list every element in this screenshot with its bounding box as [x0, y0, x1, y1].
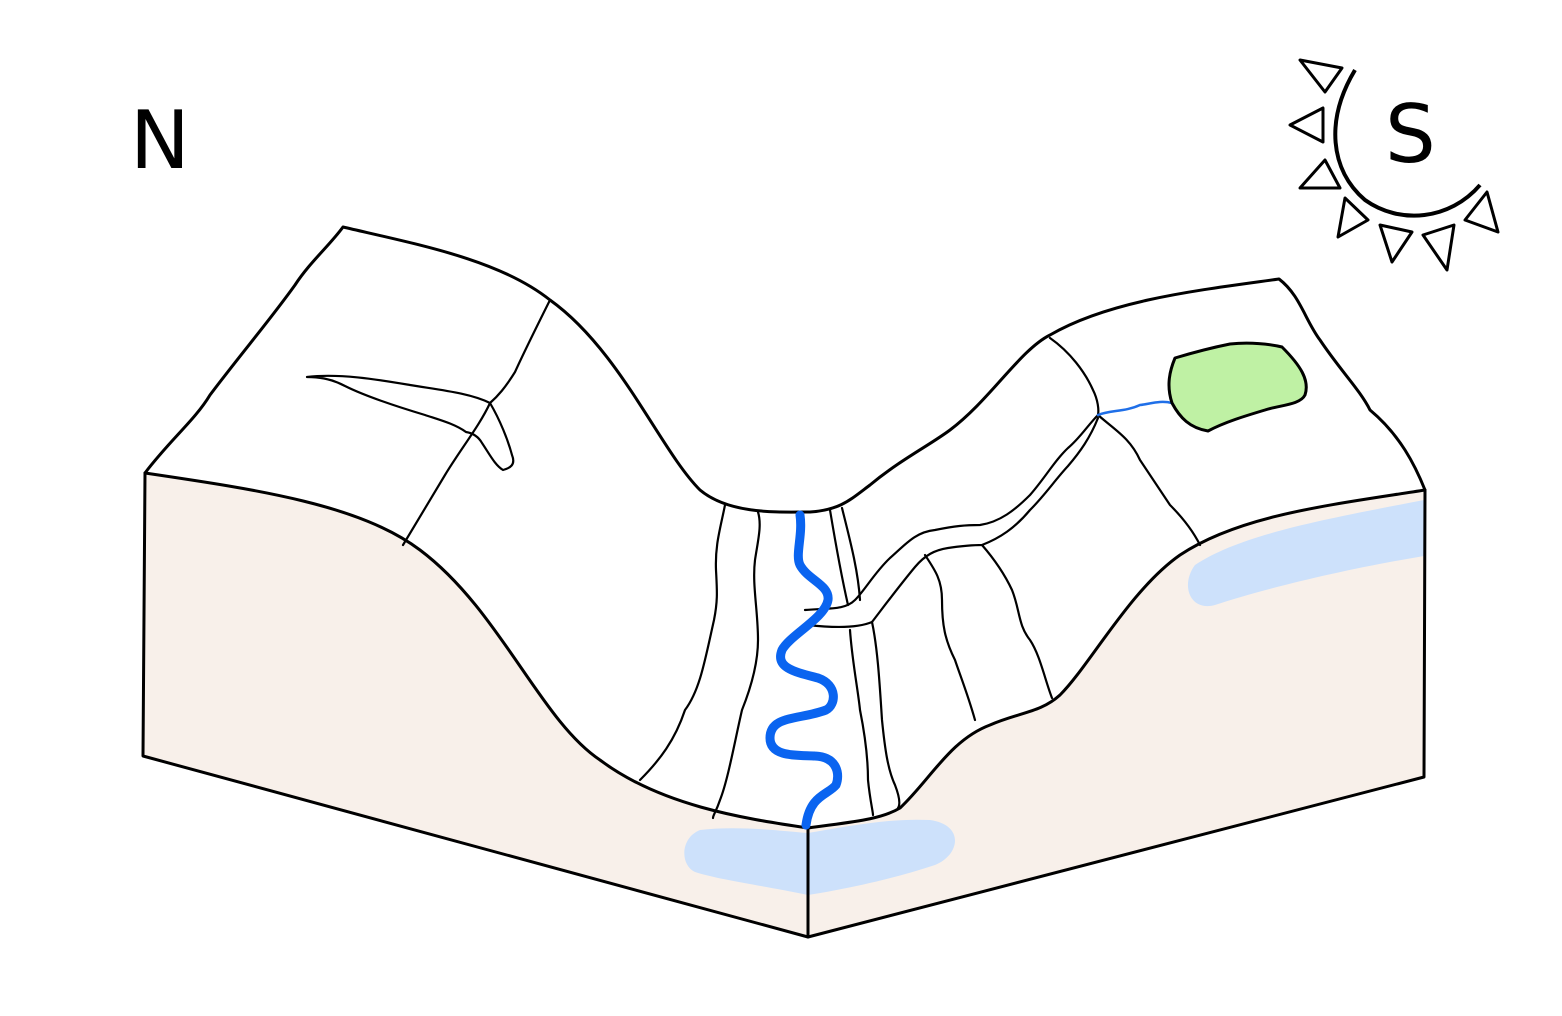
block-right-edge [806, 488, 1427, 939]
block-left-edge [141, 471, 810, 939]
block-outline [141, 471, 1427, 939]
north-label: N [130, 94, 190, 187]
glacial-gully [305, 374, 515, 472]
road-edge-lower [806, 416, 1100, 629]
front-face-right [808, 490, 1425, 937]
sun-ray-7 [1463, 190, 1500, 234]
front-face-left [143, 473, 808, 937]
valley-line-6 [870, 620, 901, 810]
valley-line-3 [828, 508, 850, 607]
road-edge-upper [803, 413, 1100, 612]
valley-line-1 [638, 503, 727, 782]
sun-ray-1 [1298, 58, 1344, 94]
front-profile [143, 471, 1427, 830]
block-front-faces [143, 473, 1425, 937]
sun-ray-4 [1336, 196, 1370, 239]
sun-ray-3 [1298, 158, 1342, 190]
north-hill-details [305, 298, 552, 547]
valley-line-5 [848, 628, 875, 817]
groundwater [684, 500, 1424, 895]
terrain-surface [143, 225, 1427, 514]
groundwater-valley [684, 819, 955, 895]
north-ridge [143, 225, 1427, 514]
ridge-line-north [401, 298, 552, 547]
sun-icon [1288, 58, 1500, 272]
lake [1167, 341, 1308, 433]
stream [1096, 400, 1174, 417]
south-slope-line-1 [923, 553, 977, 722]
south-slope-line-2 [980, 543, 1054, 700]
sun-ray-5 [1378, 223, 1414, 264]
valley-line-4 [840, 506, 862, 602]
sun-ray-2 [1288, 106, 1325, 144]
sun-ray-6 [1421, 223, 1456, 272]
valley-floor-lines [638, 336, 1202, 820]
road [803, 413, 1100, 629]
river [765, 510, 843, 830]
valley-line-2 [711, 510, 761, 820]
south-label: S [1385, 88, 1436, 181]
groundwater-south-hill [1187, 500, 1424, 607]
sun-arc [1333, 68, 1482, 218]
south-slope-line-3 [1096, 413, 1202, 547]
south-ridge-line [1048, 336, 1100, 417]
